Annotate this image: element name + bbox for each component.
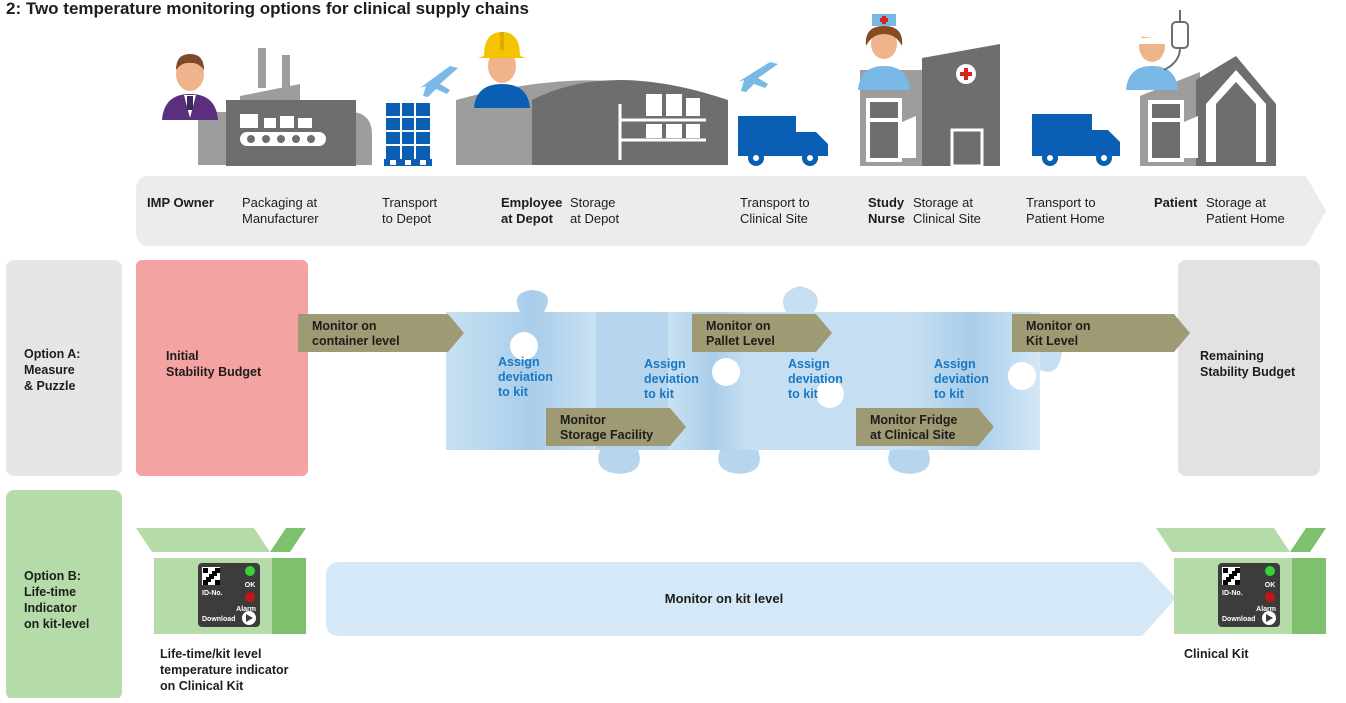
- stage-banner: [136, 176, 1326, 246]
- plane-icon-2: [738, 62, 778, 92]
- qr-cell: [1235, 580, 1240, 585]
- qr-cell: [215, 568, 220, 573]
- alarm-led-icon: [1265, 592, 1275, 602]
- truck-icon-2: [1032, 114, 1120, 166]
- qr-cell: [215, 580, 220, 585]
- remaining-budget-box: [1178, 260, 1320, 476]
- kit-level-arrow: [326, 562, 1176, 636]
- monitor-arrow-shape: [1012, 314, 1190, 352]
- pallet-illustration: [384, 103, 432, 166]
- kit-level-arrow-label: Monitor on kit level: [665, 591, 783, 606]
- alarm-label: Alarm: [1256, 606, 1276, 613]
- stage-role-label: Patient: [1154, 195, 1198, 210]
- page-title: 2: Two temperature monitoring options fo…: [6, 0, 529, 18]
- patient-person-icon: [1126, 10, 1189, 90]
- truck-icon: [738, 116, 828, 166]
- initial-budget-box: [136, 260, 308, 476]
- option-a-label-box: [6, 260, 122, 476]
- download-label: Download: [1222, 616, 1255, 623]
- qr-cell: [1229, 574, 1234, 579]
- ok-label: OK: [245, 582, 256, 589]
- id-no-label: ID-No.: [1222, 590, 1243, 597]
- plane-icon: [420, 66, 458, 97]
- monitor-arrow-shape: [856, 408, 994, 446]
- monitor-arrow-shape: [298, 314, 464, 352]
- ok-led-icon: [1265, 566, 1275, 576]
- factory-illustration: [198, 48, 372, 166]
- right-kit-caption: Clinical Kit: [1184, 647, 1249, 661]
- ok-label: OK: [1265, 582, 1276, 589]
- clinical-site-illustration: [860, 44, 1000, 168]
- play-glyph: [246, 614, 253, 622]
- imp-owner-person-icon: [162, 54, 218, 120]
- qr-cell: [212, 571, 217, 576]
- option-a-label: Option A:Measure& Puzzle: [24, 347, 80, 393]
- qr-cell: [203, 568, 208, 573]
- monitor-arrow-shape: [692, 314, 832, 352]
- qr-cell: [206, 577, 211, 582]
- qr-cell: [1223, 580, 1228, 585]
- patient-home-illustration: [1140, 56, 1276, 166]
- qr-cell: [209, 574, 214, 579]
- stage-role-label: IMP Owner: [147, 195, 214, 210]
- qr-cell: [1235, 568, 1240, 573]
- qr-cell: [1232, 571, 1237, 576]
- qr-cell: [1223, 568, 1228, 573]
- alarm-led-icon: [245, 592, 255, 602]
- play-glyph: [1266, 614, 1273, 622]
- ok-led-icon: [245, 566, 255, 576]
- qr-cell: [203, 580, 208, 585]
- depot-employee-person-icon: [474, 32, 530, 108]
- study-nurse-person-icon: [858, 14, 910, 90]
- monitor-arrow-shape: [546, 408, 686, 446]
- id-no-label: ID-No.: [202, 590, 223, 597]
- alarm-label: Alarm: [236, 606, 256, 613]
- qr-cell: [1226, 577, 1231, 582]
- option-b-label-box: [6, 490, 122, 700]
- download-label: Download: [202, 616, 235, 623]
- depot-warehouse-illustration: [456, 80, 728, 165]
